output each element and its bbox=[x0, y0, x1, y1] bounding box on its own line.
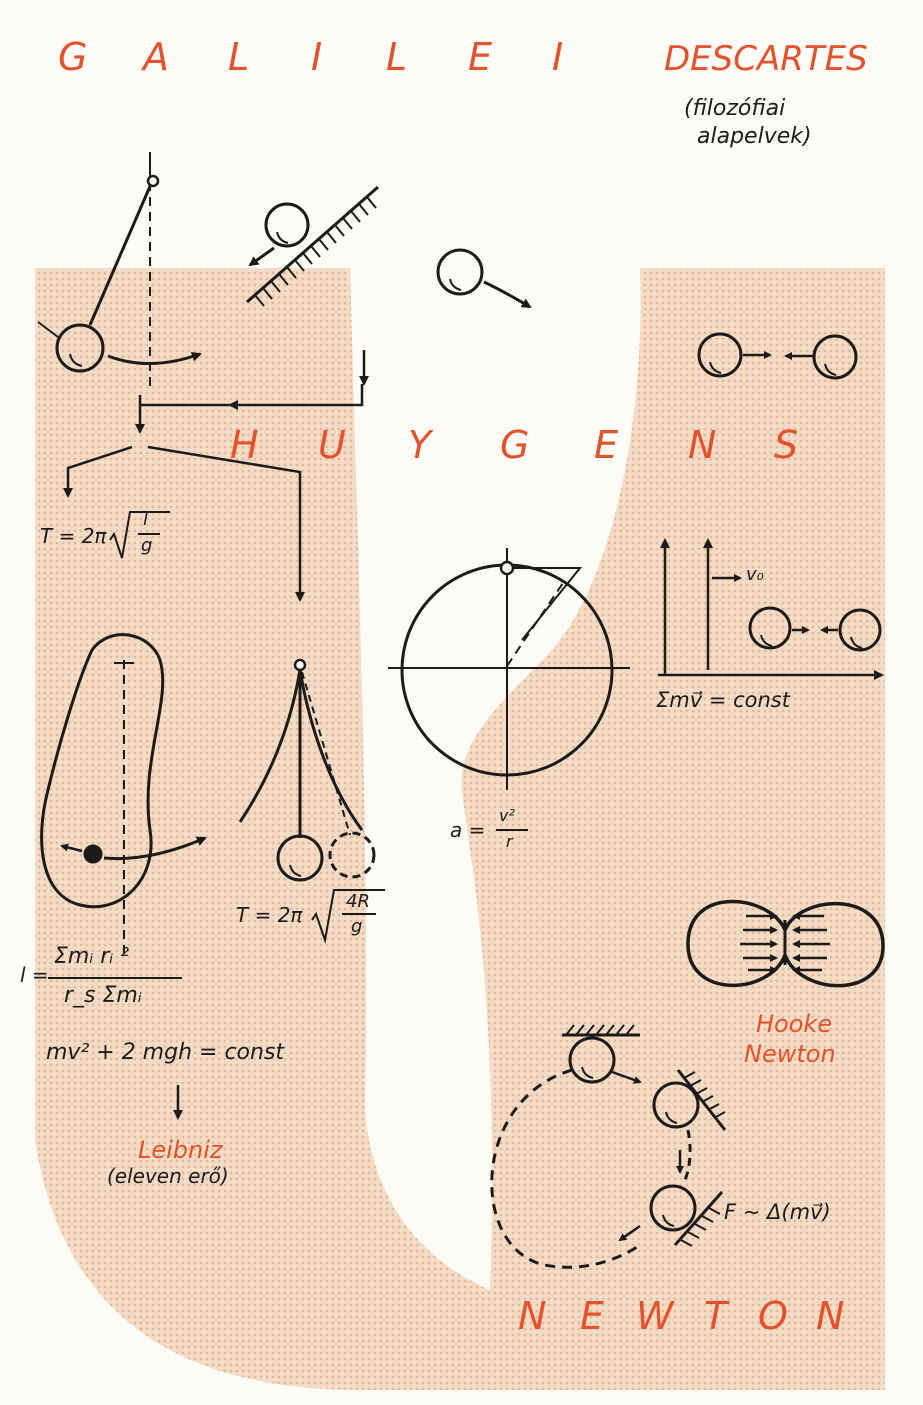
period-cycloid-num: 4R bbox=[346, 891, 370, 912]
heading-galilei-letter-6: E bbox=[468, 35, 493, 79]
impulse-circuit-icon bbox=[490, 1024, 727, 1269]
v0-label: v₀ bbox=[746, 564, 764, 585]
reduced-length-num: Σmᵢ rᵢ ² bbox=[54, 944, 130, 969]
heading-galilei-letter-5: L bbox=[386, 35, 408, 79]
period-cycloid-den: g bbox=[351, 916, 363, 937]
heading-newton-letter-5: O bbox=[758, 1294, 788, 1338]
colliding-spheres-icon bbox=[686, 899, 885, 988]
heading-galilei-letter-3: L bbox=[228, 35, 250, 79]
heading-descartes: DESCARTES bbox=[664, 39, 868, 79]
simple-pendulum-icon bbox=[37, 152, 202, 390]
momentum-diagram-icon bbox=[658, 538, 884, 680]
heading-newton-letter-2: E bbox=[580, 1294, 605, 1338]
energy-equation: mv² + 2 mgh = const bbox=[46, 1040, 285, 1065]
leibniz-note: (eleven erő) bbox=[107, 1164, 229, 1188]
flow-arrows bbox=[63, 350, 369, 602]
force-equation: F ∼ Δ(mv⃗) bbox=[724, 1200, 831, 1224]
momentum-equation: Σmv⃗ = const bbox=[656, 688, 790, 712]
heading-galilei-letter-4: I bbox=[311, 35, 323, 79]
heading-newton-letter-1: N bbox=[518, 1294, 547, 1338]
heading-newton-letter-6: N bbox=[816, 1294, 845, 1338]
heading-huygens-letter-3: Y bbox=[408, 423, 432, 467]
sqrt-cycloid bbox=[311, 889, 385, 944]
heading-huygens-letter-6: N bbox=[688, 423, 717, 467]
centripetal-den: r bbox=[506, 832, 513, 851]
period-cycloid-lhs: T = 2π bbox=[236, 903, 303, 927]
period-simple-lhs: T = 2π bbox=[40, 524, 107, 548]
heading-newton-letter-3: W bbox=[636, 1294, 674, 1338]
circular-motion-icon bbox=[388, 548, 630, 790]
heading-galilei-letter-7: I bbox=[552, 35, 564, 79]
sqrt-simple bbox=[109, 511, 170, 559]
centripetal-lhs: a = bbox=[450, 818, 486, 842]
descartes-note-2: alapelvek) bbox=[697, 124, 812, 149]
descartes-ball-icon bbox=[436, 248, 532, 309]
heading-newton-letter-4: T bbox=[704, 1294, 728, 1338]
newton-small-label: Newton bbox=[744, 1040, 836, 1068]
centripetal-num: v² bbox=[499, 806, 515, 825]
period-simple-den: g bbox=[141, 535, 153, 556]
reduced-length-den: r_s Σmᵢ bbox=[64, 983, 142, 1008]
background-u-shape bbox=[35, 268, 885, 1390]
heading-galilei-letter-1: G bbox=[58, 35, 88, 79]
period-simple-num: l bbox=[143, 509, 149, 530]
descartes-note-1: (filozófiai bbox=[684, 96, 786, 121]
leibniz-label: Leibniz bbox=[138, 1136, 223, 1164]
heading-galilei-letter-2: A bbox=[143, 35, 169, 79]
heading-huygens-letter-5: E bbox=[594, 423, 619, 467]
elastic-collision-icon bbox=[697, 332, 858, 380]
heading-huygens-letter-4: G bbox=[500, 423, 530, 467]
reduced-length-lhs: l = bbox=[20, 963, 49, 987]
hooke-label: Hooke bbox=[756, 1010, 833, 1038]
heading-huygens-letter-1: H bbox=[230, 423, 259, 467]
physical-pendulum-icon bbox=[40, 633, 207, 960]
heading-huygens-letter-7: S bbox=[774, 423, 799, 467]
inclined-plane-icon bbox=[246, 185, 379, 307]
heading-huygens-letter-2: U bbox=[318, 423, 346, 467]
cycloidal-pendulum-icon bbox=[238, 658, 376, 882]
